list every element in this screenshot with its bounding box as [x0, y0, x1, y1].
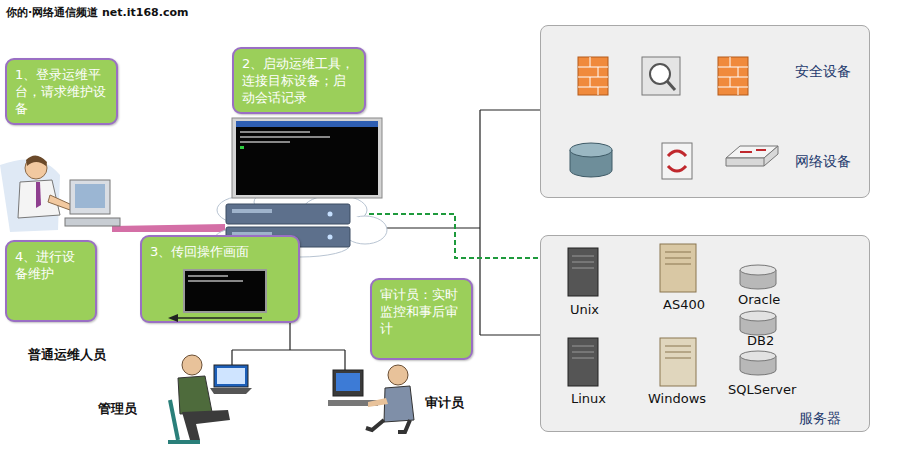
returned-screen	[184, 270, 266, 312]
step-callout: 审计员：实时监控和事后审计	[370, 278, 473, 360]
return-arrowhead	[168, 314, 178, 322]
panel-heading: 网络设备	[795, 153, 851, 171]
scanner-lens	[650, 64, 670, 84]
auditor-figure	[328, 365, 414, 432]
oracle-db-icon	[740, 270, 776, 289]
firewall-icon	[578, 57, 608, 95]
server-label: AS400	[663, 297, 705, 312]
db2-db-icon	[740, 316, 776, 335]
role-label: 审计员	[425, 394, 464, 412]
terminal-line	[240, 141, 290, 143]
step-callout: 3、传回操作画面	[140, 235, 300, 323]
switch-arrows	[740, 150, 766, 152]
bastion-appliance	[226, 204, 350, 224]
role-label: 管理员	[98, 400, 137, 418]
switch-side	[726, 146, 778, 166]
as400-server-icon	[660, 244, 696, 292]
terminal-screen	[236, 127, 378, 195]
server-label: SQLServer	[728, 382, 796, 397]
unix-server-icon	[568, 248, 598, 296]
figure-arm	[368, 398, 388, 407]
office-chair	[168, 400, 200, 442]
sqlserver-db-icon	[740, 356, 776, 375]
terminal-line	[240, 131, 310, 133]
step-callout: 1、登录运维平台，请求维护设备	[5, 58, 118, 125]
terminal-line	[188, 275, 228, 277]
router-top	[570, 143, 612, 157]
laptop-screen	[217, 368, 245, 384]
step-callout: 2、启动运维工具，连接目标设备；启动会话记录	[232, 47, 366, 114]
callout-text: 4、进行设备维护	[15, 248, 87, 282]
server-label: DB2	[747, 333, 774, 348]
figure-legs	[182, 410, 230, 440]
operator-screen	[75, 184, 105, 208]
appliance-led	[328, 212, 333, 217]
terminal-line	[188, 280, 243, 282]
monitor-wire	[232, 322, 345, 372]
figure-legs	[366, 420, 410, 432]
figure-head	[182, 355, 202, 375]
switch-icon	[662, 143, 692, 179]
operator-figure	[0, 155, 120, 232]
figure-tie	[36, 182, 41, 208]
laptop-base	[210, 388, 252, 394]
server-label: Unix	[570, 302, 599, 317]
db-top	[740, 265, 776, 275]
step-callout: 4、进行设备维护	[5, 240, 97, 322]
switch-icon	[726, 146, 778, 158]
user-link	[112, 224, 225, 232]
db-top	[740, 311, 776, 321]
terminal-titlebar	[236, 121, 378, 127]
terminal-line	[240, 136, 330, 138]
terminal-frame	[232, 118, 382, 198]
monitor-screen	[336, 373, 360, 391]
panel-heading: 安全设备	[795, 63, 851, 81]
server-label: Windows	[648, 391, 706, 406]
server-slots	[665, 252, 691, 264]
firewall-icon	[718, 57, 748, 95]
server-slots	[665, 346, 691, 358]
auditor-monitor	[333, 370, 363, 396]
switch-arrows	[668, 151, 686, 171]
appliance-led	[328, 235, 333, 240]
watermark: 你的·网络通信频道 net.it168.com	[6, 5, 188, 20]
callout-text: 1、登录运维平台，请求维护设备	[15, 66, 108, 117]
appliance-panel	[232, 209, 272, 213]
scanner-handle	[667, 81, 675, 90]
figure-body	[178, 376, 212, 414]
scanner-icon	[642, 57, 680, 95]
admin-figure	[168, 355, 252, 442]
figure-arm	[48, 195, 72, 210]
linux-server-icon	[568, 338, 598, 386]
server-label: Linux	[571, 391, 606, 406]
windows-server-icon	[660, 338, 696, 386]
callout-text: 2、启动运维工具，连接目标设备；启动会话记录	[242, 55, 356, 106]
router-icon	[570, 150, 612, 177]
callout-text: 3、传回操作画面	[150, 243, 290, 260]
operator-monitor	[70, 180, 110, 214]
firewall-bricks	[718, 57, 748, 95]
figure-body	[384, 386, 414, 422]
role-label: 普通运维人员	[28, 346, 106, 364]
callout-text: 审计员：实时监控和事后审计	[380, 286, 463, 337]
figure-head	[388, 365, 408, 385]
admin-laptop	[214, 365, 248, 387]
device-panel: 安全设备网络设备	[540, 25, 870, 198]
server-slots	[572, 256, 594, 268]
figure-hair	[26, 155, 47, 166]
firewall-bricks	[578, 57, 608, 95]
terminal-cursor	[240, 146, 244, 149]
server-slots	[572, 346, 594, 358]
operator-keyboard	[65, 218, 120, 226]
return-arrow	[176, 317, 262, 318]
server-label: Oracle	[738, 292, 780, 307]
panel-heading: 服务器	[799, 410, 841, 428]
db-top	[740, 351, 776, 361]
